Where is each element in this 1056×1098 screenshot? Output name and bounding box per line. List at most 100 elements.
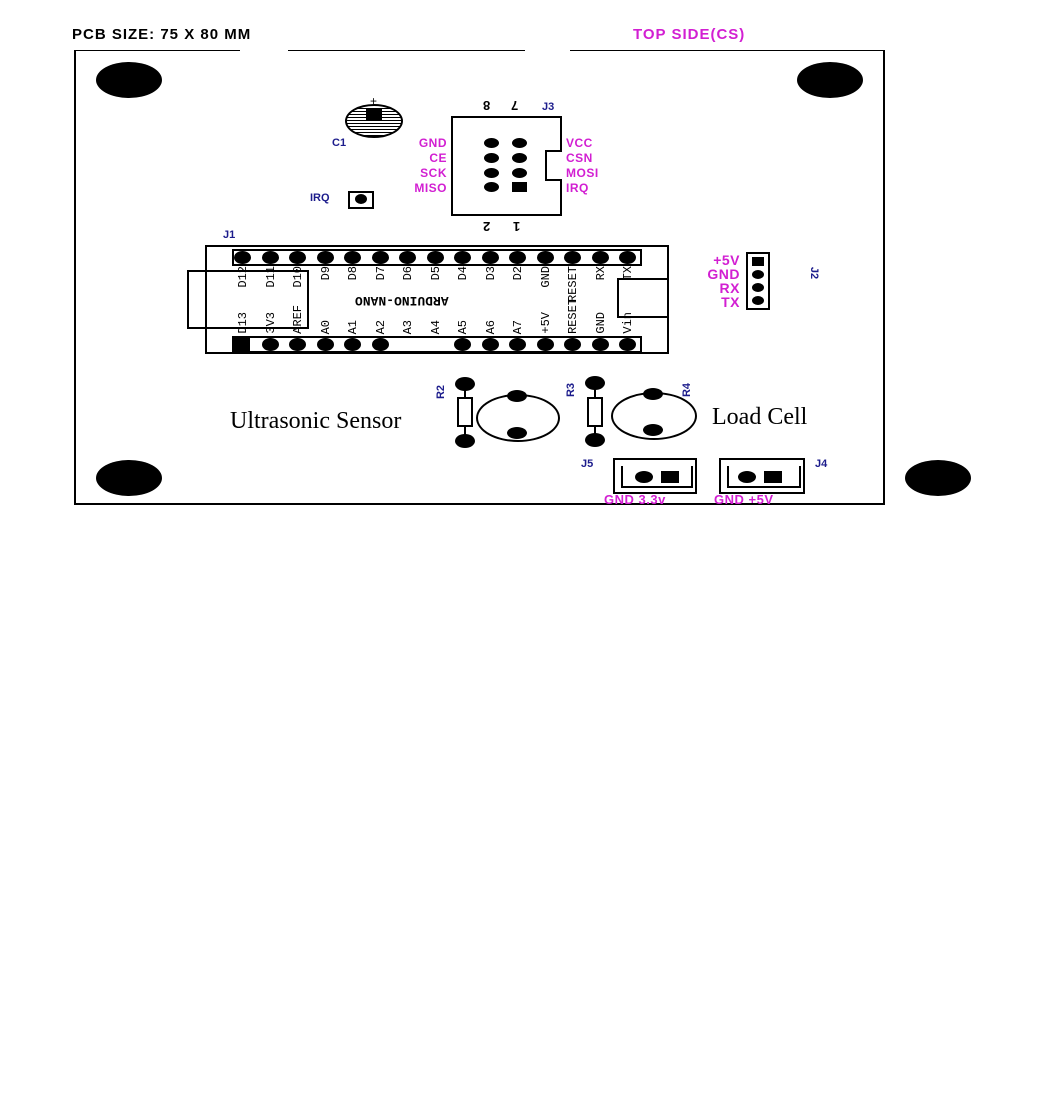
nano-bottom-pin-label: RESET: [566, 297, 580, 334]
nano-top-pin: [426, 251, 444, 264]
irq-pad: [348, 191, 374, 209]
ultrasonic-sensor-label: Ultrasonic Sensor: [230, 408, 402, 434]
j4-pin-labels: GND +5V: [714, 492, 774, 507]
j3-pin8-label: 8: [482, 98, 491, 113]
nano-top-pin-label: D9: [318, 266, 333, 281]
mounting-hole: [797, 62, 863, 98]
nano-bottom-pin-label: 3V3: [263, 312, 278, 334]
r2-label: R2: [435, 384, 448, 400]
nano-top-pin-label: RESET: [566, 266, 580, 303]
j2-tx-label: TX: [721, 294, 740, 310]
nano-top-pin: [591, 251, 609, 264]
nano-bottom-pin: [591, 338, 609, 351]
j2-label: J2: [808, 266, 821, 280]
j2-5v-label: +5V: [713, 252, 740, 268]
nano-bottom-pin-label: A3: [401, 319, 415, 334]
mounting-hole: [96, 62, 162, 98]
j4-label: J4: [815, 458, 828, 470]
nano-top-pin-label: D5: [428, 266, 443, 281]
nano-top-pin-label: D8: [346, 266, 360, 281]
j2-gnd-label: GND: [707, 266, 740, 282]
nano-bottom-pin-label: GND: [593, 312, 608, 334]
nano-bottom-pin-label: D13: [236, 312, 250, 334]
nano-top-pin: [481, 251, 499, 264]
nano-bottom-pin-label: A7: [511, 319, 525, 334]
nano-top-pin: [509, 251, 526, 264]
nano-top-pin-label: GND: [538, 266, 553, 288]
nano-top-pin: [316, 251, 334, 264]
capacitor-c1: [345, 104, 403, 138]
nano-top-pin: [234, 251, 251, 264]
nano-top-pin: [536, 251, 554, 264]
nano-bottom-pin: [454, 338, 471, 351]
nano-bottom-pin-label: A6: [483, 319, 498, 334]
nano-bottom-pin: [536, 338, 554, 351]
nano-top-pin: [371, 251, 389, 264]
j3-irq-label: IRQ: [566, 181, 589, 195]
usb-outline: [187, 270, 309, 329]
j2-connector: [746, 252, 770, 310]
nano-bottom-pin: [481, 338, 499, 351]
nano-top-pin-label: D10: [291, 266, 305, 288]
nano-bottom-pin: [371, 338, 389, 351]
j3-sck-label: SCK: [420, 166, 447, 180]
j5-connector: [613, 458, 697, 494]
nano-bottom-pin-label: +5V: [538, 312, 553, 334]
nano-bottom-pin: [289, 338, 306, 351]
nano-bottom-pin-label: Vin: [621, 312, 635, 334]
mounting-hole: [96, 460, 162, 496]
nano-bottom-pin: [234, 338, 250, 351]
nano-top-pin-label: D6: [401, 266, 415, 281]
nano-bottom-pin-label: A2: [373, 319, 388, 334]
nano-name: ARDUINO-NANO: [355, 293, 449, 308]
nano-bottom-pin: [564, 338, 581, 351]
nano-top-pin-label: TX: [621, 266, 635, 281]
j3-csn-label: CSN: [566, 151, 593, 165]
nano-top-pin: [619, 251, 636, 264]
nano-top-pin: [289, 251, 306, 264]
load-cell-label: Load Cell: [712, 404, 808, 430]
j3-gnd-label: GND: [418, 136, 447, 150]
nano-top-pin-label: D2: [511, 266, 525, 281]
j1-label: J1: [223, 229, 236, 241]
nano-top-pin: [261, 251, 279, 264]
j5-label: J5: [581, 458, 594, 470]
j5-pin-labels: GND 3.3v: [604, 492, 666, 507]
nano-top-pin: [399, 251, 416, 264]
nano-top-pin: [454, 251, 471, 264]
pcb-size-label: PCB SIZE: 75 X 80 MM: [72, 26, 252, 43]
nano-bottom-pin: [509, 338, 526, 351]
j3-ce-label: CE: [429, 151, 447, 165]
mounting-hole: [905, 460, 971, 496]
nano-top-pin-label: D12: [236, 266, 250, 288]
nano-bottom-pin-label: A0: [318, 319, 333, 334]
nano-bottom-pin: [316, 338, 334, 351]
j3-mosi-label: MOSI: [566, 166, 599, 180]
nano-top-pin-label: D11: [263, 266, 278, 288]
j3-miso-label: MISO: [414, 181, 447, 195]
nano-top-pin-label: RX: [593, 266, 608, 281]
nano-top-pin-label: D4: [456, 266, 470, 281]
nano-bottom-pin: [344, 338, 361, 351]
side-label: TOP SIDE(CS): [633, 26, 746, 43]
nano-top-pin: [564, 251, 581, 264]
nano-bottom-pin-label: AREF: [291, 305, 305, 334]
nano-bottom-pin-label: A5: [456, 319, 470, 334]
irq-label: IRQ: [310, 192, 330, 204]
nano-bottom-pin-label: A4: [428, 319, 443, 334]
resistor-r3: [587, 397, 603, 427]
nano-top-pin-label: D7: [373, 266, 388, 281]
r4-label: R4: [681, 382, 694, 398]
nano-bottom-pin: [261, 338, 279, 351]
c1-label: C1: [332, 137, 347, 149]
j3-label: J3: [542, 101, 555, 113]
j2-rx-label: RX: [719, 280, 740, 296]
nano-top-pin-label: D3: [483, 266, 498, 281]
j3-pin2-label: 2: [482, 219, 491, 234]
j3-vcc-label: VCC: [566, 136, 593, 150]
j3-pin7-label: 7: [510, 98, 519, 113]
nano-bottom-pin: [619, 338, 636, 351]
j3-pin1-label: 1: [512, 219, 521, 234]
nano-top-pin: [344, 251, 361, 264]
nano-bottom-pin-label: A1: [346, 319, 360, 334]
